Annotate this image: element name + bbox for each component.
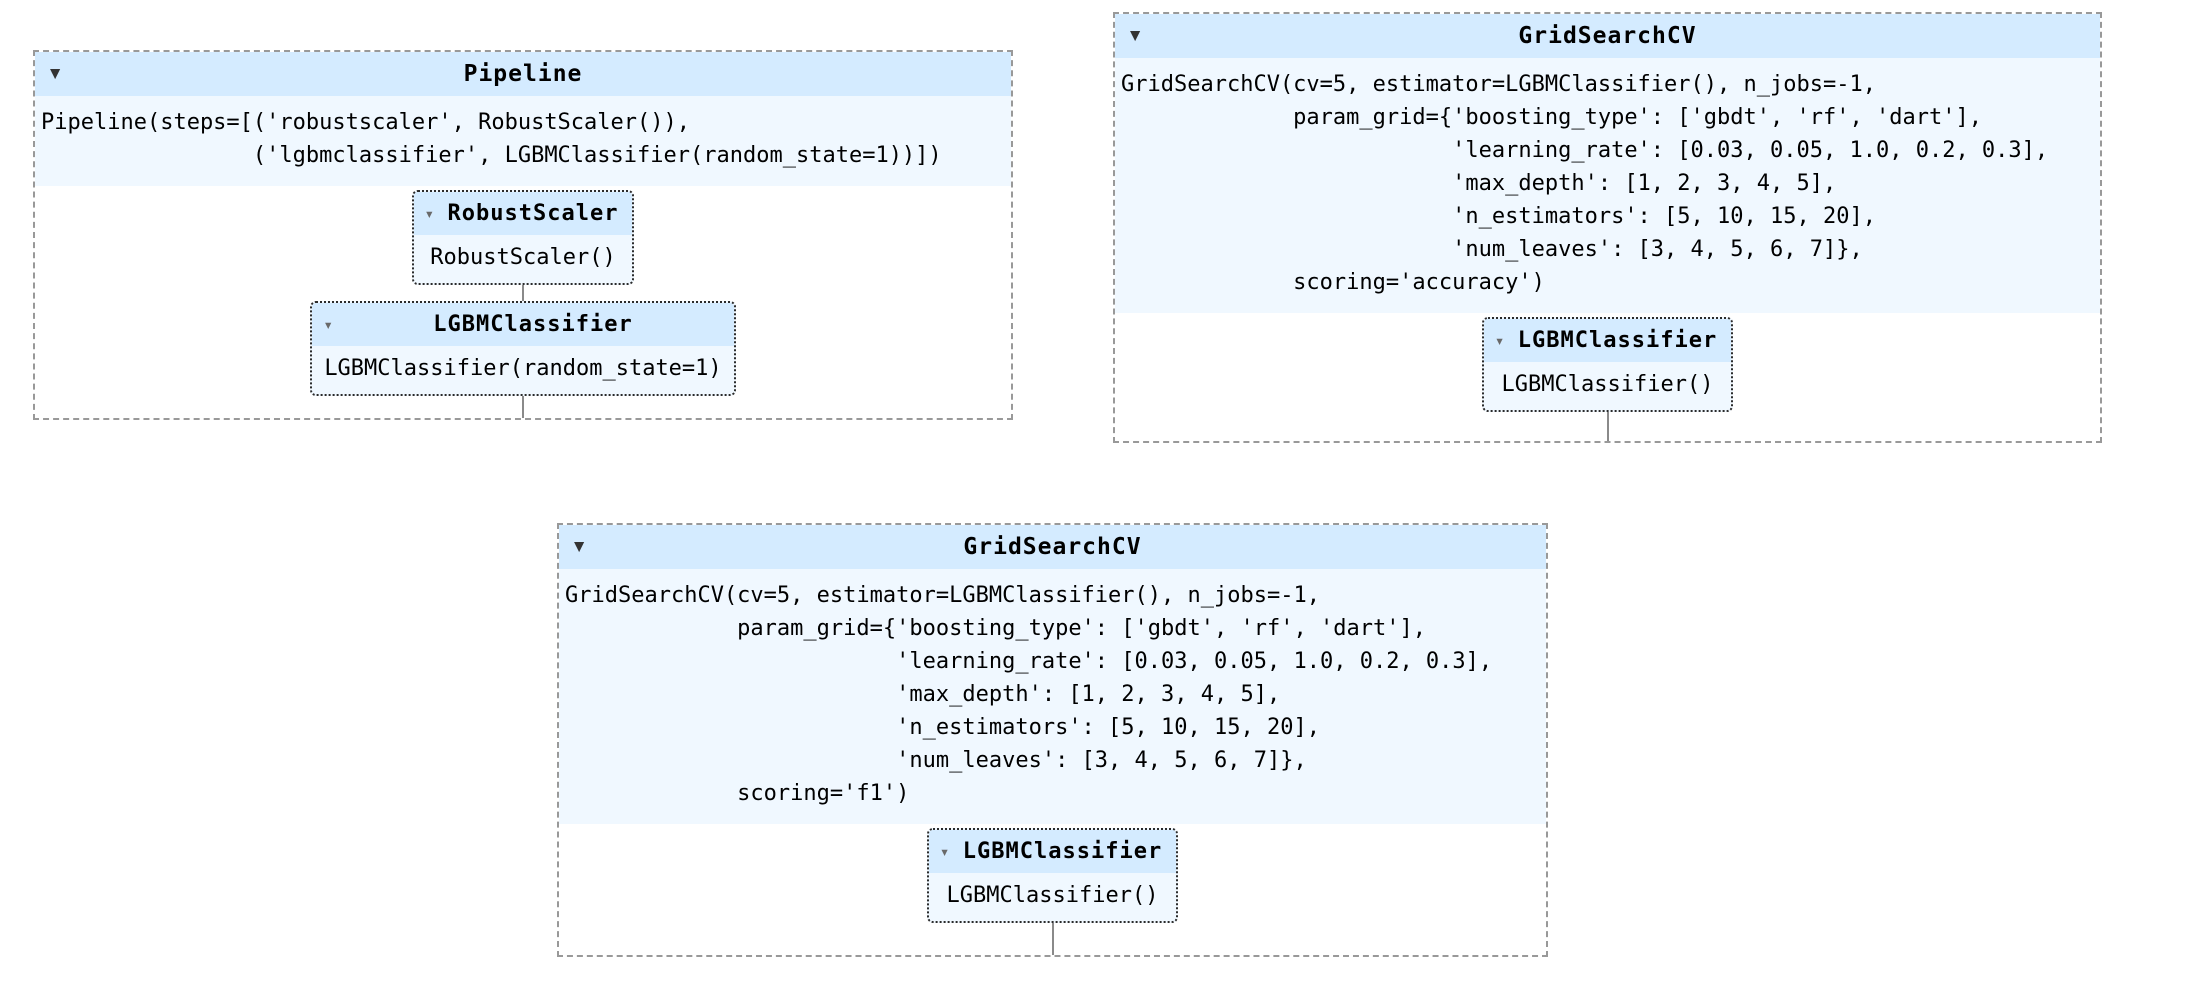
gridsearchcv-accuracy-estimator-box: ▼ GridSearchCV GridSearchCV(cv=5, estima… (1113, 12, 2102, 443)
lgbmclassifier-title: LGBMClassifier (1517, 328, 1718, 353)
caret-down-icon: ▾ (1494, 330, 1505, 350)
lgbmclassifier-estimator-box: ▾ LGBMClassifier LGBMClassifier() (926, 828, 1179, 923)
gridsearchcv-f1-title: GridSearchCV (963, 534, 1142, 560)
robustscaler-toggle-header[interactable]: ▾ RobustScaler (413, 192, 633, 235)
robustscaler-title: RobustScaler (447, 201, 619, 226)
connector-line (522, 396, 524, 418)
gridsearchcv-accuracy-params-code: GridSearchCV(cv=5, estimator=LGBMClassif… (1115, 58, 2100, 313)
lgbmclassifier-toggle-header[interactable]: ▾ LGBMClassifier (1483, 319, 1732, 362)
lgbmclassifier-toggle-header[interactable]: ▾ LGBMClassifier (312, 303, 734, 346)
lgbmclassifier-params-code: LGBMClassifier() (1483, 362, 1732, 410)
lgbmclassifier-estimator-box: ▾ LGBMClassifier LGBMClassifier(random_s… (310, 301, 736, 396)
gridsearchcv-f1-params-code: GridSearchCV(cv=5, estimator=LGBMClassif… (559, 569, 1546, 824)
connector-line (1606, 412, 1609, 441)
robustscaler-params-code: RobustScaler() (413, 235, 633, 283)
caret-down-icon: ▼ (50, 63, 61, 84)
gridsearchcv-accuracy-title: GridSearchCV (1518, 23, 1697, 49)
pipeline-steps-column: ▾ RobustScaler RobustScaler() ▾ LGBMClas… (35, 190, 1011, 418)
pipeline-title: Pipeline (463, 61, 583, 87)
lgbmclassifier-params-code: LGBMClassifier(random_state=1) (312, 346, 734, 394)
gridsearchcv-accuracy-estimator-column: ▾ LGBMClassifier LGBMClassifier() (1115, 317, 2100, 441)
gridsearchcv-accuracy-toggle-header[interactable]: ▼ GridSearchCV (1115, 14, 2100, 58)
lgbmclassifier-estimator-box: ▾ LGBMClassifier LGBMClassifier() (1481, 317, 1734, 412)
pipeline-toggle-header[interactable]: ▼ Pipeline (35, 52, 1011, 96)
lgbmclassifier-title: LGBMClassifier (433, 312, 633, 337)
gridsearchcv-f1-estimator-column: ▾ LGBMClassifier LGBMClassifier() (559, 828, 1546, 955)
caret-down-icon: ▼ (1130, 25, 1141, 46)
pipeline-params-code: Pipeline(steps=[('robustscaler', RobustS… (35, 96, 1011, 186)
caret-down-icon: ▾ (323, 314, 333, 334)
caret-down-icon: ▼ (574, 536, 585, 557)
robustscaler-estimator-box: ▾ RobustScaler RobustScaler() (411, 190, 635, 285)
lgbmclassifier-toggle-header[interactable]: ▾ LGBMClassifier (928, 830, 1177, 873)
lgbmclassifier-title: LGBMClassifier (962, 839, 1163, 864)
caret-down-icon: ▾ (424, 203, 435, 223)
connector-line (522, 285, 524, 301)
connector-line (1051, 923, 1054, 955)
gridsearchcv-f1-toggle-header[interactable]: ▼ GridSearchCV (559, 525, 1546, 569)
gridsearchcv-f1-estimator-box: ▼ GridSearchCV GridSearchCV(cv=5, estima… (557, 523, 1548, 957)
caret-down-icon: ▾ (939, 841, 950, 861)
pipeline-estimator-box: ▼ Pipeline Pipeline(steps=[('robustscale… (33, 50, 1013, 420)
lgbmclassifier-params-code: LGBMClassifier() (928, 873, 1177, 921)
